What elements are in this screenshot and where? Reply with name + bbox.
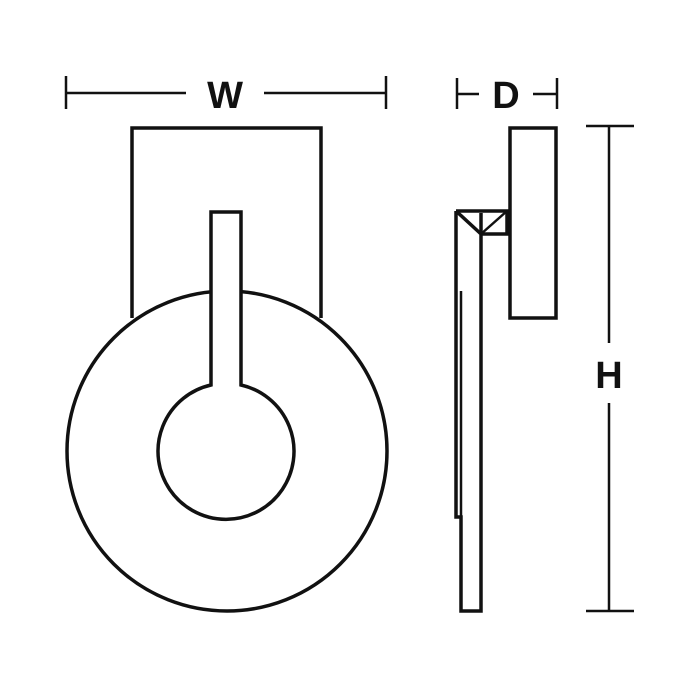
width-label: W bbox=[207, 75, 243, 117]
front-stem-and-ring bbox=[156, 210, 296, 522]
side-wall-plate bbox=[508, 126, 558, 320]
width-dimension bbox=[64, 76, 388, 109]
side-arm-bevel bbox=[480, 210, 508, 235]
side-view bbox=[454, 126, 558, 613]
depth-dimension bbox=[455, 78, 559, 109]
height-label: H bbox=[595, 355, 622, 397]
depth-label: D bbox=[492, 75, 519, 117]
height-dimension bbox=[586, 124, 634, 613]
side-arm-bevel-2 bbox=[460, 214, 482, 235]
front-backplate bbox=[130, 126, 323, 318]
side-arm bbox=[456, 209, 509, 236]
front-view bbox=[65, 126, 389, 613]
